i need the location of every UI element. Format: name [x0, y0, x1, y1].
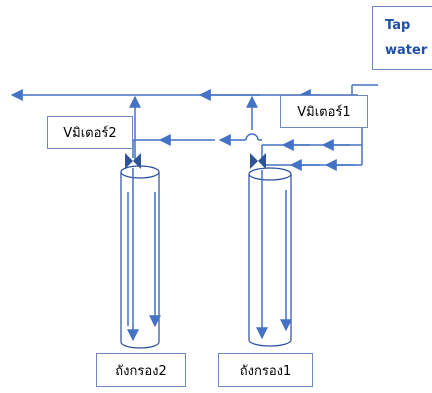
valve-1-icon — [250, 153, 266, 169]
supply-arrows — [281, 139, 355, 171]
valve-2-icon — [125, 153, 141, 169]
tank-1-label: ถังกรอง1 — [218, 353, 313, 387]
crossover-pipe — [132, 133, 262, 158]
main-outlet-pipe — [10, 84, 378, 101]
meter-2-label: Vมิเตอร์2 — [47, 116, 133, 149]
tank-2 — [120, 165, 160, 349]
meter-1-label: Vมิเตอร์1 — [280, 95, 368, 128]
tank1-downflow — [256, 170, 292, 340]
tank2-downflow — [127, 168, 161, 342]
tap-water-box: Tap water — [372, 6, 432, 70]
tank-1 — [248, 167, 292, 347]
tap-water-line1: Tap — [385, 18, 411, 33]
tank-2-label: ถังกรอง2 — [96, 353, 186, 387]
tap-water-line2: water — [385, 43, 428, 58]
